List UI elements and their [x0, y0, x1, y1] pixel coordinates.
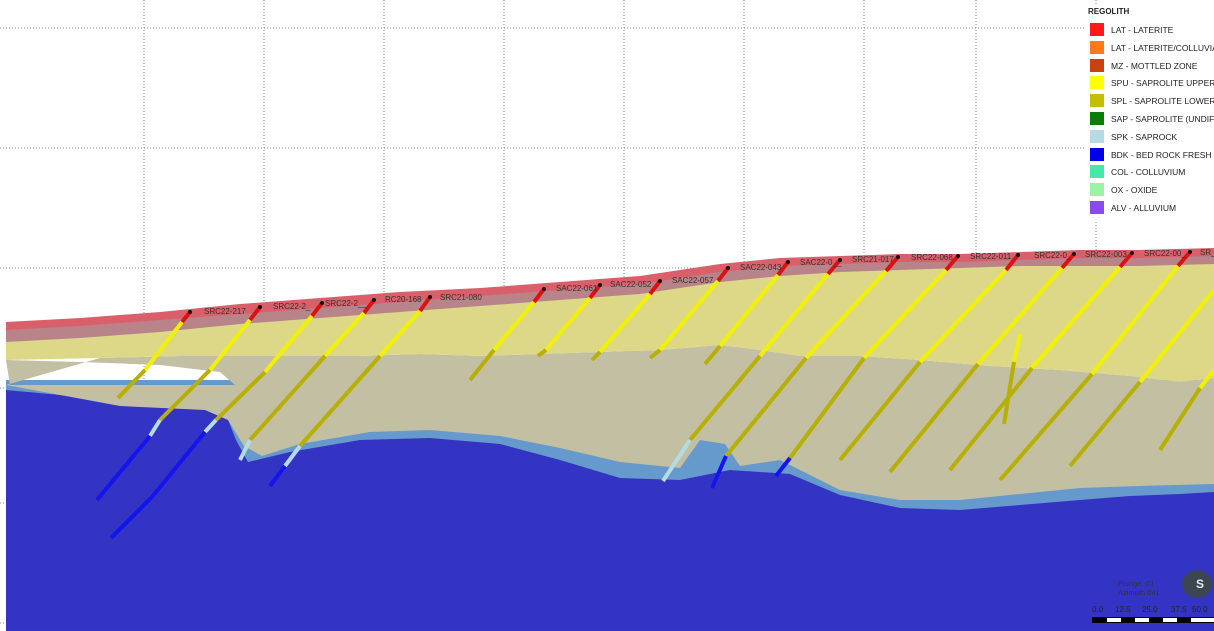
- legend-item[interactable]: SPK - SAPROCK: [1088, 129, 1214, 145]
- legend-item[interactable]: LAT - LATERITE: [1088, 22, 1214, 38]
- legend-label: SPK - SAPROCK: [1111, 131, 1178, 142]
- mottled-zone-layer: [6, 250, 1214, 342]
- scale-segment: [1149, 618, 1163, 622]
- legend-item[interactable]: ALV - ALLUVIUM: [1088, 200, 1214, 216]
- legend-swatch: [1090, 76, 1104, 90]
- drillhole-label[interactable]: SAC22-052: [610, 280, 652, 289]
- drillhole-label[interactable]: SRC22-217: [204, 307, 246, 316]
- legend-item[interactable]: SAP - SAPROLITE (UNDIF): [1088, 111, 1214, 127]
- drillhole-label[interactable]: RC20-168: [385, 295, 422, 304]
- drillhole-label[interactable]: SRC22-011: [970, 252, 1012, 261]
- legend-label: SPL - SAPROLITE LOWER: [1111, 96, 1214, 107]
- scale-bar-labels: 0.0 12.5 25.0 37.5 50.0: [1088, 605, 1214, 615]
- legend-label: BDK - BED ROCK FRESH: [1111, 149, 1212, 160]
- drillhole-label[interactable]: SRC22-00_: [1144, 249, 1186, 258]
- legend-label: OX - OXIDE: [1111, 185, 1158, 196]
- drillhole-label[interactable]: SRC22-2__: [325, 299, 367, 308]
- scale-tick: 50.0: [1192, 605, 1208, 614]
- scale-bar: [1092, 617, 1214, 623]
- legend-item[interactable]: LAT - LATERITE/COLLUVIAL: [1088, 40, 1214, 56]
- drillhole-label[interactable]: SRC22-003: [1085, 250, 1127, 259]
- legend-title: REGOLITH: [1088, 7, 1130, 16]
- legend-swatch: [1090, 40, 1104, 54]
- logo-letter: S: [1196, 577, 1205, 591]
- drillhole-label[interactable]: SAC22-061: [556, 284, 598, 293]
- legend-swatch: [1090, 23, 1104, 36]
- legend-swatch: [1090, 183, 1104, 197]
- laterite-layer: [6, 248, 1214, 330]
- legend-item[interactable]: SPU - SAPROLITE UPPER: [1088, 75, 1214, 91]
- legend-label: COL - COLLUVIUM: [1111, 167, 1186, 178]
- legend-item[interactable]: MZ - MOTTLED ZONE: [1088, 58, 1214, 74]
- scale-segment: [1121, 618, 1135, 622]
- legend-swatch: [1090, 201, 1104, 214]
- legend-item[interactable]: SPL - SAPROLITE LOWER: [1088, 93, 1214, 109]
- drillhole-label[interactable]: SRC22-0_: [1034, 251, 1072, 260]
- legend-swatch: [1090, 147, 1104, 161]
- legend-swatch: [1090, 58, 1104, 72]
- drillhole-label[interactable]: SRC22-2_: [273, 302, 311, 311]
- legend-item[interactable]: OX - OXIDE: [1088, 182, 1214, 198]
- legend-item[interactable]: COL - COLLUVIUM: [1088, 164, 1214, 180]
- drillhole-label[interactable]: SRC22-068: [911, 253, 953, 262]
- drillhole-label[interactable]: SAC22-0__: [800, 258, 842, 267]
- scale-tick: 37.5: [1171, 605, 1187, 614]
- drillhole-label[interactable]: SR_: [1200, 248, 1214, 257]
- drillhole-label[interactable]: SRC21-080: [440, 293, 482, 302]
- scale-tick: 0.0: [1092, 605, 1104, 614]
- drillhole-labels: SRC22-217 SRC22-2_ SRC22-2__ RC20-168 SR…: [204, 248, 1214, 316]
- drillhole-label[interactable]: SAC22-057: [672, 276, 714, 285]
- regolith-legend: REGOLITH LAT - LATERITE LAT - LATERITE/CO…: [1084, 4, 1214, 220]
- drill-collars: [188, 250, 1192, 314]
- legend-swatch: [1090, 165, 1104, 179]
- legend-label: SAP - SAPROLITE (UNDIF): [1111, 114, 1214, 124]
- legend-swatch: [1090, 112, 1104, 125]
- legend-label: SPU - SAPROLITE UPPER: [1111, 78, 1214, 89]
- view-orientation: Plunge -01 Azimuth 041: [1118, 579, 1160, 597]
- legend-swatch: [1090, 129, 1104, 143]
- scale-tick: 25.0: [1142, 605, 1158, 614]
- scale-segment: [1093, 618, 1107, 622]
- drillhole-label[interactable]: SAC22-043: [740, 263, 782, 272]
- legend-label: LAT - LATERITE: [1111, 25, 1174, 35]
- legend-label: ALV - ALLUVIUM: [1111, 203, 1177, 213]
- drill-traces: [95, 250, 1214, 540]
- saprolite-lower-layer: [6, 345, 1214, 500]
- scale-segment: [1177, 618, 1191, 622]
- legend-swatch: [1090, 94, 1104, 108]
- drillhole-label[interactable]: SRC21-017: [852, 255, 894, 264]
- scale-tick: 12.5: [1115, 605, 1131, 614]
- company-logo-icon: S: [1182, 570, 1212, 598]
- legend-item[interactable]: BDK - BED ROCK FRESH: [1088, 147, 1214, 163]
- saprolite-upper-layer: [6, 262, 1214, 382]
- azimuth-readout: Azimuth 041: [1118, 588, 1160, 597]
- legend-label: MZ - MOTTLED ZONE: [1111, 60, 1198, 71]
- plunge-readout: Plunge -01: [1118, 579, 1155, 588]
- legend-label: LAT - LATERITE/COLLUVIAL: [1111, 42, 1214, 53]
